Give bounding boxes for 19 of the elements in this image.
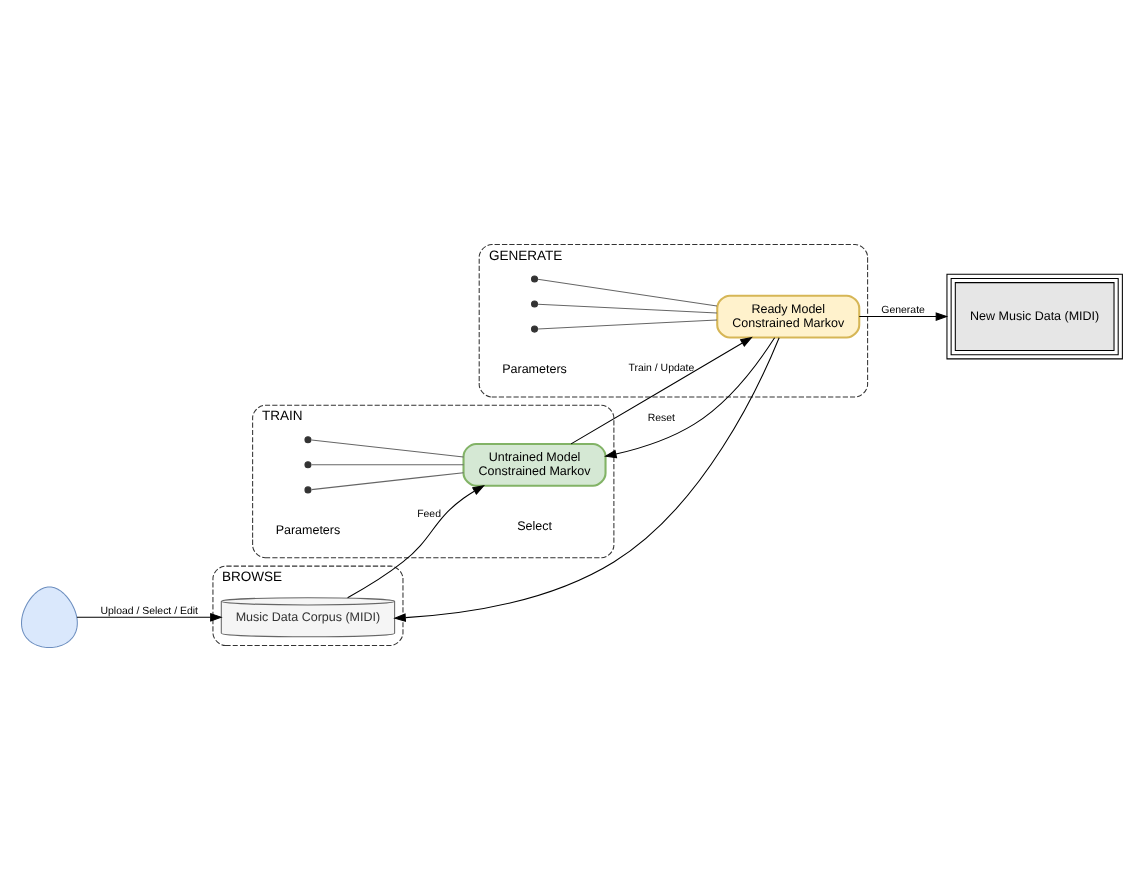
- connector: [537, 277, 718, 306]
- node-cross: [304, 485, 312, 493]
- connector: [537, 318, 718, 329]
- connector: [311, 463, 464, 465]
- node-cross: [531, 274, 539, 282]
- node-cross: [531, 299, 539, 307]
- arrow: [858, 311, 949, 320]
- arrow: [604, 336, 776, 458]
- arrow: [347, 484, 485, 598]
- node-person: [21, 585, 78, 648]
- arrow: [76, 611, 223, 621]
- connector: [311, 438, 464, 457]
- connector: [537, 302, 718, 313]
- arrow: [393, 336, 780, 621]
- node-cross: [531, 324, 539, 332]
- arrow: [570, 335, 753, 444]
- connector: [311, 471, 464, 490]
- node-cross: [304, 460, 312, 468]
- node-cross: [304, 435, 312, 443]
